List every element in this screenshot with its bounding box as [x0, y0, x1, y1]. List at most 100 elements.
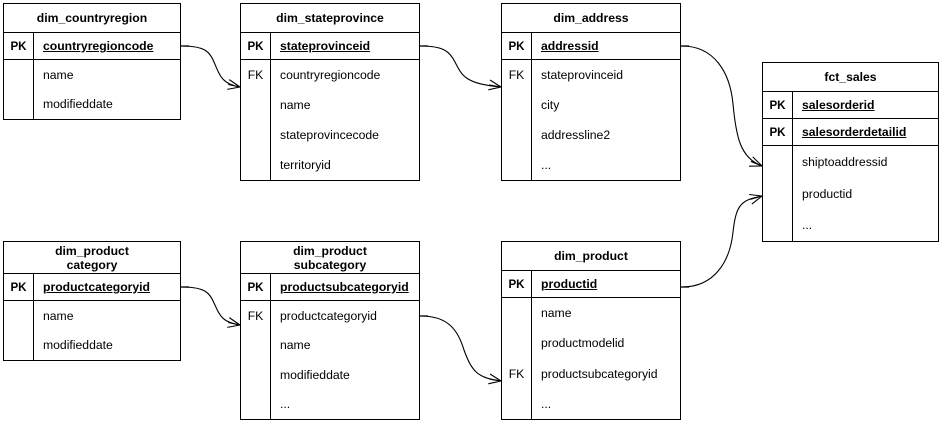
- field-name: countryregioncode: [43, 39, 154, 53]
- attribute-block: shiptoaddressid productid...: [763, 146, 938, 241]
- attribute-row[interactable]: name: [541, 306, 572, 321]
- entity-title-line: dim_address: [553, 11, 629, 25]
- attribute-row[interactable]: name: [43, 308, 74, 323]
- field-name: productcategoryid: [43, 280, 150, 294]
- attribute-row[interactable]: name: [280, 98, 311, 112]
- attribute-block: FK name productmodelid productsubcategoryid…: [502, 298, 680, 419]
- attribute-row[interactable]: ...: [280, 397, 291, 412]
- relationship-rel-stateprovince-address: [418, 45, 502, 91]
- key-gutter-cell: [502, 298, 531, 328]
- entity-body: PK countryregioncode name modifieddate: [4, 33, 180, 119]
- key-gutter-cell: [241, 150, 270, 180]
- entity-title: dim_product: [502, 242, 680, 271]
- field-name: stateprovinceid: [280, 39, 371, 53]
- primary-key-row[interactable]: PK stateprovinceid: [241, 33, 419, 60]
- key-gutter: FK: [502, 298, 532, 419]
- key-gutter-cell: [241, 331, 270, 361]
- cardinality-many-crowsfoot: [488, 79, 502, 91]
- attribute-row[interactable]: ...: [541, 396, 552, 411]
- field-name: productsubcategoryid: [280, 280, 409, 294]
- attribute-row[interactable]: name: [43, 67, 74, 82]
- key-gutter: [4, 60, 34, 119]
- attribute-row[interactable]: city: [541, 98, 560, 112]
- key-gutter-cell: [4, 301, 33, 331]
- attribute-row[interactable]: stateprovinceid: [541, 68, 623, 82]
- attribute-list: name modifieddate: [34, 60, 180, 119]
- attribute-row[interactable]: shiptoaddressid: [802, 154, 888, 169]
- key-gutter: [763, 146, 793, 241]
- key-gutter: FK: [241, 60, 271, 180]
- key-gutter-cell: [763, 146, 792, 178]
- attribute-row[interactable]: addressline2: [541, 128, 611, 142]
- key-gutter-cell: [502, 90, 531, 120]
- attribute-row[interactable]: ...: [541, 158, 552, 172]
- entity-title-line: dim_countryregion: [36, 11, 148, 25]
- field-name: addressid: [541, 39, 599, 53]
- key-gutter: FK: [502, 60, 532, 180]
- attribute-list: stateprovinceid city addressline2...: [532, 60, 680, 180]
- key-marker: PK: [241, 274, 271, 300]
- attribute-row[interactable]: stateprovincecode: [280, 128, 379, 142]
- entity-title: dim_stateprovince: [241, 4, 419, 33]
- relationship-rel-address-sales: [679, 45, 763, 167]
- attribute-row[interactable]: modifieddate: [43, 97, 113, 112]
- attribute-block: name modifieddate: [4, 301, 180, 360]
- key-gutter-cell: [502, 328, 531, 358]
- entity-title: dim_countryregion: [4, 4, 180, 33]
- key-gutter-cell: [502, 120, 531, 150]
- key-marker: PK: [4, 274, 34, 300]
- relationship-rel-productsubcategory-product: [418, 315, 502, 385]
- attribute-row[interactable]: productmodelid: [541, 336, 625, 351]
- key-marker: PK: [4, 33, 34, 59]
- cardinality-many-crowsfoot: [227, 317, 241, 328]
- attribute-block: FK countryregioncode name stateprovincecode…: [241, 60, 419, 180]
- primary-key-row[interactable]: PK productcategoryid: [4, 274, 180, 301]
- primary-key-row[interactable]: PK countryregioncode: [4, 33, 180, 60]
- key-gutter-cell: [4, 90, 33, 120]
- attribute-row[interactable]: productcategoryid: [280, 308, 377, 323]
- key-gutter-cell: [502, 150, 531, 180]
- entity-title-line: category: [66, 257, 118, 272]
- attribute-row[interactable]: countryregioncode: [280, 68, 381, 82]
- attribute-row[interactable]: productsubcategoryid: [541, 366, 658, 381]
- key-gutter-cell: [241, 390, 270, 420]
- attribute-row[interactable]: modifieddate: [43, 338, 113, 353]
- entity-title-line: dim_product: [293, 243, 367, 258]
- attribute-row[interactable]: territoryid: [280, 158, 331, 172]
- key-marker: PK: [241, 33, 271, 59]
- field-name: salesorderdetailid: [802, 125, 907, 139]
- key-gutter-cell: [763, 209, 792, 241]
- cardinality-many-crowsfoot: [488, 373, 502, 385]
- key-gutter-cell: [241, 120, 270, 150]
- key-marker: PK: [763, 92, 793, 118]
- cardinality-many-crowsfoot: [227, 79, 241, 90]
- attribute-row[interactable]: productid: [802, 186, 853, 201]
- relationship-rel-productcategory-productsubcategory: [179, 286, 241, 328]
- attribute-row[interactable]: ...: [802, 218, 813, 233]
- key-gutter-cell: [4, 60, 33, 90]
- attribute-row[interactable]: name: [280, 338, 311, 353]
- entity-title: dim_address: [502, 4, 680, 33]
- attribute-list: name modifieddate: [34, 301, 180, 360]
- primary-key-row[interactable]: PK productsubcategoryid: [241, 274, 419, 301]
- relationship-rel-countryregion-stateprovince: [179, 45, 241, 90]
- attribute-row[interactable]: modifieddate: [280, 367, 350, 382]
- entity-title-line: subcategory: [293, 257, 367, 272]
- key-gutter-cell: [763, 178, 792, 210]
- key-gutter: FK: [241, 301, 271, 419]
